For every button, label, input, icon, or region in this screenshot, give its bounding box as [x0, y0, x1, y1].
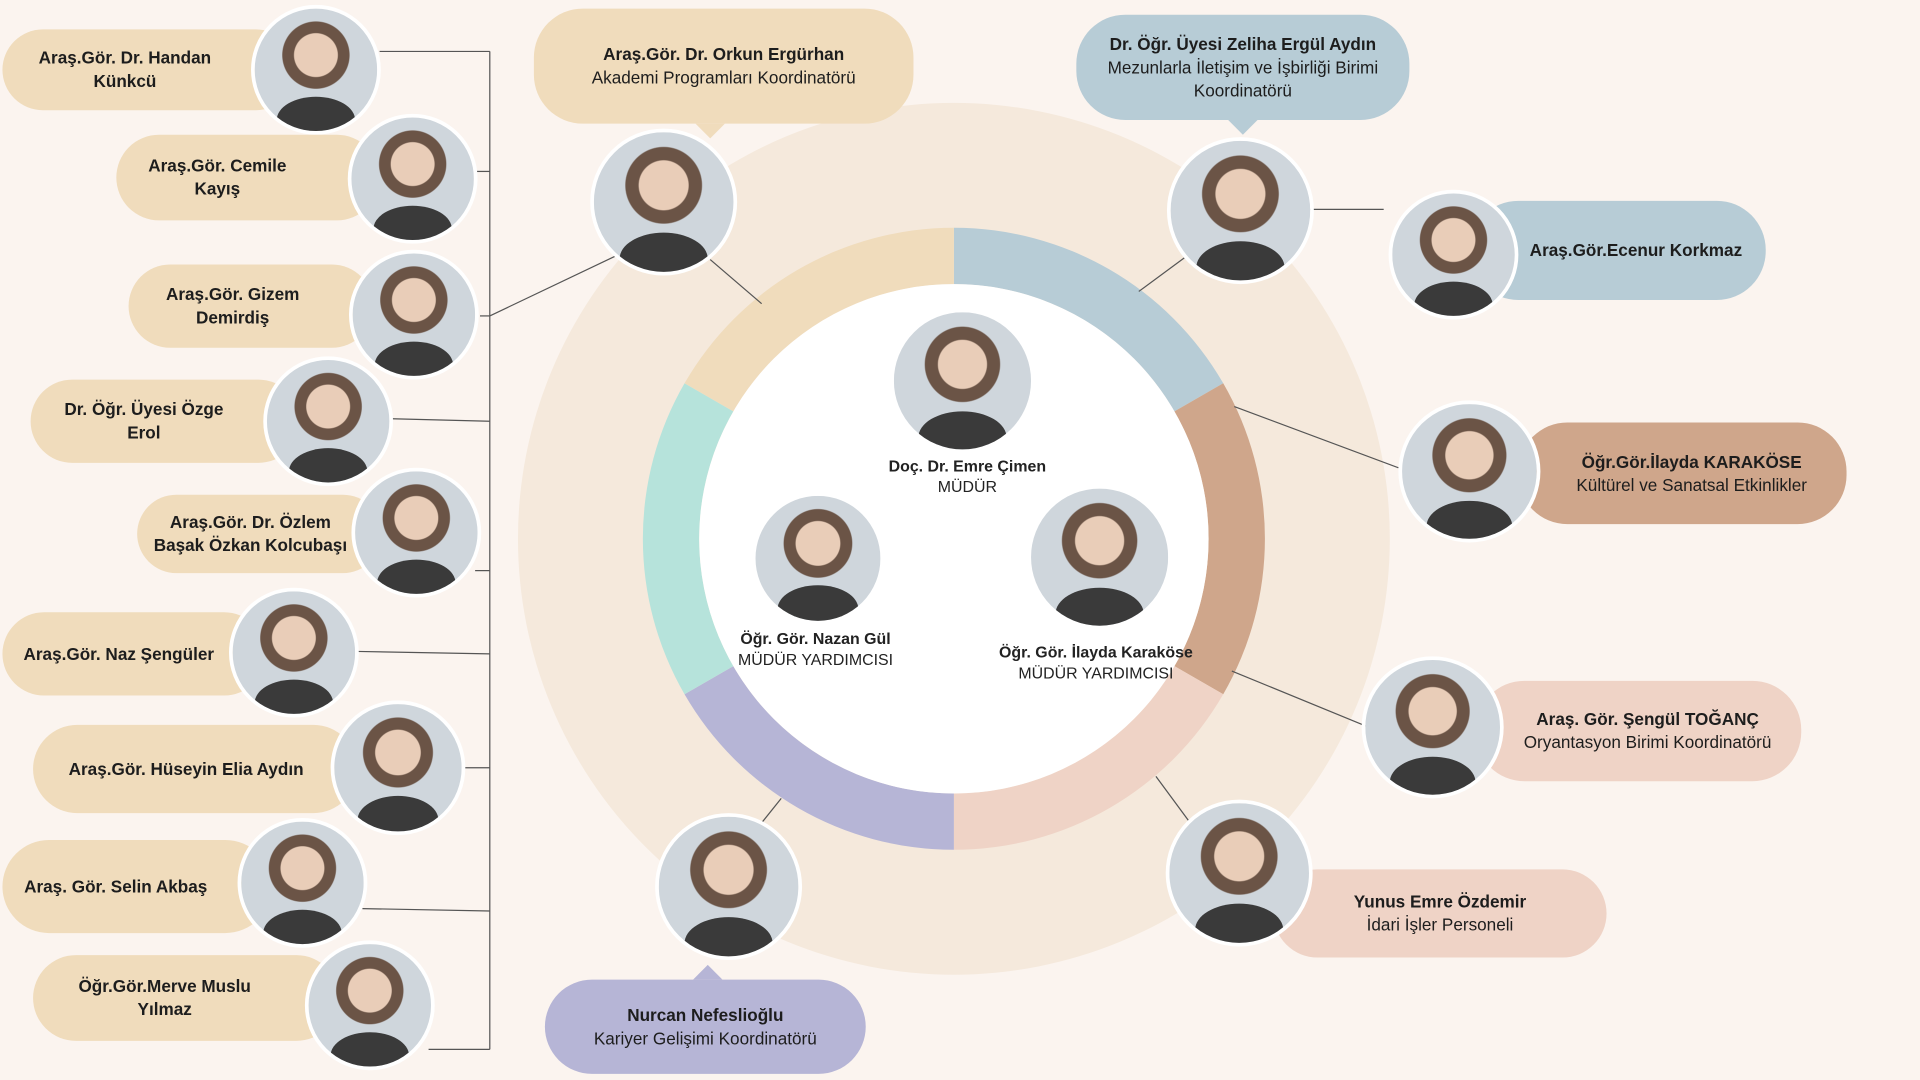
staff-photo [348, 249, 479, 380]
person-name: Araş.Gör. Cemile Kayış [148, 155, 287, 199]
person-name: Araş.Gör. Dr. Özlem Başak Özkan Kolcubaş… [153, 511, 348, 555]
person-role: Kariyer Gelişimi Koordinatörü [593, 1027, 817, 1048]
connector-line [761, 797, 782, 824]
staff-card: Öğr.Gör.Merve Muslu Yılmaz [33, 955, 340, 1041]
staff-card: Araş.Gör. Naz Şengüler [2, 612, 266, 696]
director-title: MÜDÜR [937, 477, 997, 496]
director-name: Doç. Dr. Emre Çimen [888, 456, 1047, 476]
ring-segment-beige [684, 227, 954, 412]
connector-line [362, 907, 490, 912]
person-role: Oryantasyon Birimi Koordinatörü [1523, 732, 1772, 752]
center-circle [699, 284, 1209, 794]
coordinator-photo [590, 128, 738, 276]
ring-segment-brown [1174, 383, 1265, 695]
person-name: Araş.Gör. Gizem Demirdiş [165, 284, 300, 327]
bubble-tail [693, 964, 723, 980]
person-name: Araş.Gör. Dr. Orkun Ergürhan [603, 44, 845, 64]
person-role: Akademi Programları Koordinatörü [591, 67, 856, 87]
coordinator-card: Araş. Gör. Şengül TOĞANÇ Oryantasyon Biri… [1475, 680, 1802, 782]
person-role: Kültürel ve Sanatsal Etkinlikler [1576, 474, 1807, 495]
deputy-title: MÜDÜR YARDIMCISI [1018, 663, 1174, 683]
staff-photo [347, 113, 478, 244]
staff-card: Araş.Gör. Dr. Handan Künkcü [2, 29, 297, 111]
staff-card: Araş.Gör. Dr. Özlem Başak Özkan Kolcubaş… [137, 494, 383, 574]
coordinator-photo [1388, 189, 1519, 320]
connector-line [709, 259, 763, 305]
connector-line [489, 254, 619, 317]
person-name: Araş. Gör. Selin Akbaş [24, 876, 208, 896]
staff-photo [228, 587, 359, 718]
staff-photo [330, 700, 466, 836]
person-name: Öğr.Gör.İlayda KARAKÖSE [1581, 451, 1802, 471]
staff-card: Dr. Öğr. Üyesi Özge Erol [30, 379, 301, 463]
deputy-photo [1027, 484, 1172, 630]
connector-line [357, 650, 490, 655]
connector-line [1234, 405, 1399, 469]
deputy-title: MÜDÜR YARDIMCISI [737, 650, 894, 669]
staff-card: Araş.Gör. Cemile Kayış [116, 134, 380, 221]
coordinator-card: Öğr.Gör.İlayda KARAKÖSE Kültürel ve Sanat… [1518, 422, 1847, 525]
coordinator-photo [655, 813, 803, 961]
person-name: Araş.Gör. Hüseyin Elia Aydın [68, 758, 304, 779]
staff-photo [304, 940, 435, 1071]
ring-segment-teal [642, 383, 734, 695]
person-name: Dr. Öğr. Üyesi Özge Erol [64, 399, 224, 443]
person-name: Araş.Gör. Dr. Handan Künkcü [38, 47, 212, 91]
person-name: Nurcan Nefeslioğlu [627, 1004, 784, 1025]
bubble-tail [1228, 120, 1258, 135]
person-role: İdari İşler Personeli [1366, 914, 1514, 935]
coordinator-photo [1165, 799, 1313, 947]
ring-segment-blue [953, 227, 1224, 412]
person-name: Öğr.Gör.Merve Muslu Yılmaz [78, 975, 251, 1019]
director-photo [890, 308, 1035, 454]
deputy-name: Öğr. Gör. Nazan Gül [740, 629, 891, 648]
person-name: Araş.Gör. Naz Şengüler [23, 643, 215, 664]
staff-card: Araş.Gör. Hüseyin Elia Aydın [33, 724, 358, 814]
person-name: Dr. Öğr. Üyesi Zeliha Ergül Aydın [1109, 33, 1377, 54]
connector-line [1231, 670, 1370, 728]
coordinator-photo [1398, 400, 1541, 543]
person-role: Mezunlarla İletişim ve İşbirliği Birimi … [1107, 56, 1379, 100]
staff-photo [237, 817, 368, 948]
coordinator-card: Araş.Gör.Ecenur Korkmaz [1469, 200, 1766, 301]
coordinator-photo [1166, 137, 1314, 285]
ring-segment-purple [684, 666, 954, 850]
person-name: Araş.Gör.Ecenur Korkmaz [1529, 240, 1743, 260]
ring-segment-pink [953, 666, 1224, 850]
staff-card: Araş.Gör. Gizem Demirdiş [128, 264, 374, 348]
staff-photo [251, 4, 381, 135]
connector-line [391, 418, 490, 422]
staff-photo [263, 356, 394, 487]
coordinator-photo [1361, 656, 1504, 799]
person-name: Araş. Gör. Şengül TOĞANÇ [1536, 708, 1759, 729]
staff-card: Araş. Gör. Selin Akbaş [2, 840, 272, 934]
person-name: Yunus Emre Özdemir [1353, 891, 1527, 912]
deputy-photo [751, 492, 885, 625]
bubble-tail [695, 123, 725, 139]
deputy-name: Öğr. Gör. İlayda Karaköse [999, 642, 1193, 662]
staff-photo [351, 467, 482, 598]
connector-line [1155, 775, 1191, 824]
connector-line [1138, 256, 1186, 292]
